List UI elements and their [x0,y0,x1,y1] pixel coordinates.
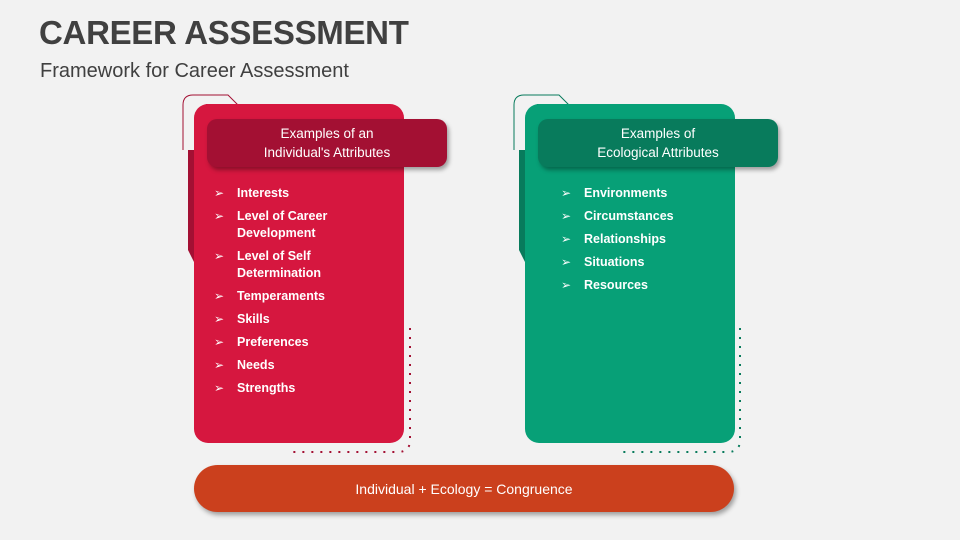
ecological-attributes-header: Examples of Ecological Attributes [538,119,778,167]
arrowhead-bullet-icon: ➢ [214,358,225,372]
equation-label: Individual + Ecology = Congruence [355,480,573,497]
list-item: ➢Temperaments [214,289,325,303]
green-left-fold [519,150,525,262]
red-left-fold [188,150,194,262]
arrowhead-bullet-icon: ➢ [561,278,572,292]
arrowhead-bullet-icon: ➢ [561,232,572,246]
arrowhead-bullet-icon: ➢ [214,289,225,303]
list-item: ➢Needs [214,358,275,372]
list-item: ➢Relationships [561,232,666,246]
ecological-header-line1: Examples of [620,126,696,141]
list-item: ➢Skills [214,312,270,326]
list-item: ➢Level of Career Development [214,209,328,240]
congruence-equation-banner: Individual + Ecology = Congruence [194,465,734,512]
individual-header-line2: Individual's Attributes [263,145,391,160]
arrowhead-bullet-icon: ➢ [214,186,225,200]
arrowhead-bullet-icon: ➢ [214,209,225,223]
arrowhead-bullet-icon: ➢ [214,381,225,395]
arrowhead-bullet-icon: ➢ [214,249,225,263]
slide-subtitle: Framework for Career Assessment [40,60,349,82]
list-item: ➢Environments [561,186,668,200]
individual-attributes-list: ➢Interests ➢Level of Career Development … [214,185,377,403]
ecological-attributes-list: ➢Environments ➢Circumstances ➢Relationsh… [561,185,724,300]
ecological-header-line2: Ecological Attributes [597,145,719,160]
arrowhead-bullet-icon: ➢ [561,209,572,223]
list-item: ➢Level of Self Determination [214,249,322,280]
individual-header-line1: Examples of an [280,126,374,141]
list-item: ➢Situations [561,255,645,269]
arrowhead-bullet-icon: ➢ [214,335,225,349]
list-item: ➢Interests [214,186,290,200]
list-item: ➢Preferences [214,335,309,349]
slide-title: CAREER ASSESSMENT [39,14,409,51]
arrowhead-bullet-icon: ➢ [561,255,572,269]
list-item: ➢Circumstances [561,209,674,223]
arrowhead-bullet-icon: ➢ [214,312,225,326]
arrowhead-bullet-icon: ➢ [561,186,572,200]
individual-attributes-header: Examples of an Individual's Attributes [207,119,447,167]
red-connector-line [182,94,262,150]
list-item: ➢Strengths [214,381,296,395]
green-connector-line [513,94,593,150]
list-item: ➢Resources [561,278,648,292]
